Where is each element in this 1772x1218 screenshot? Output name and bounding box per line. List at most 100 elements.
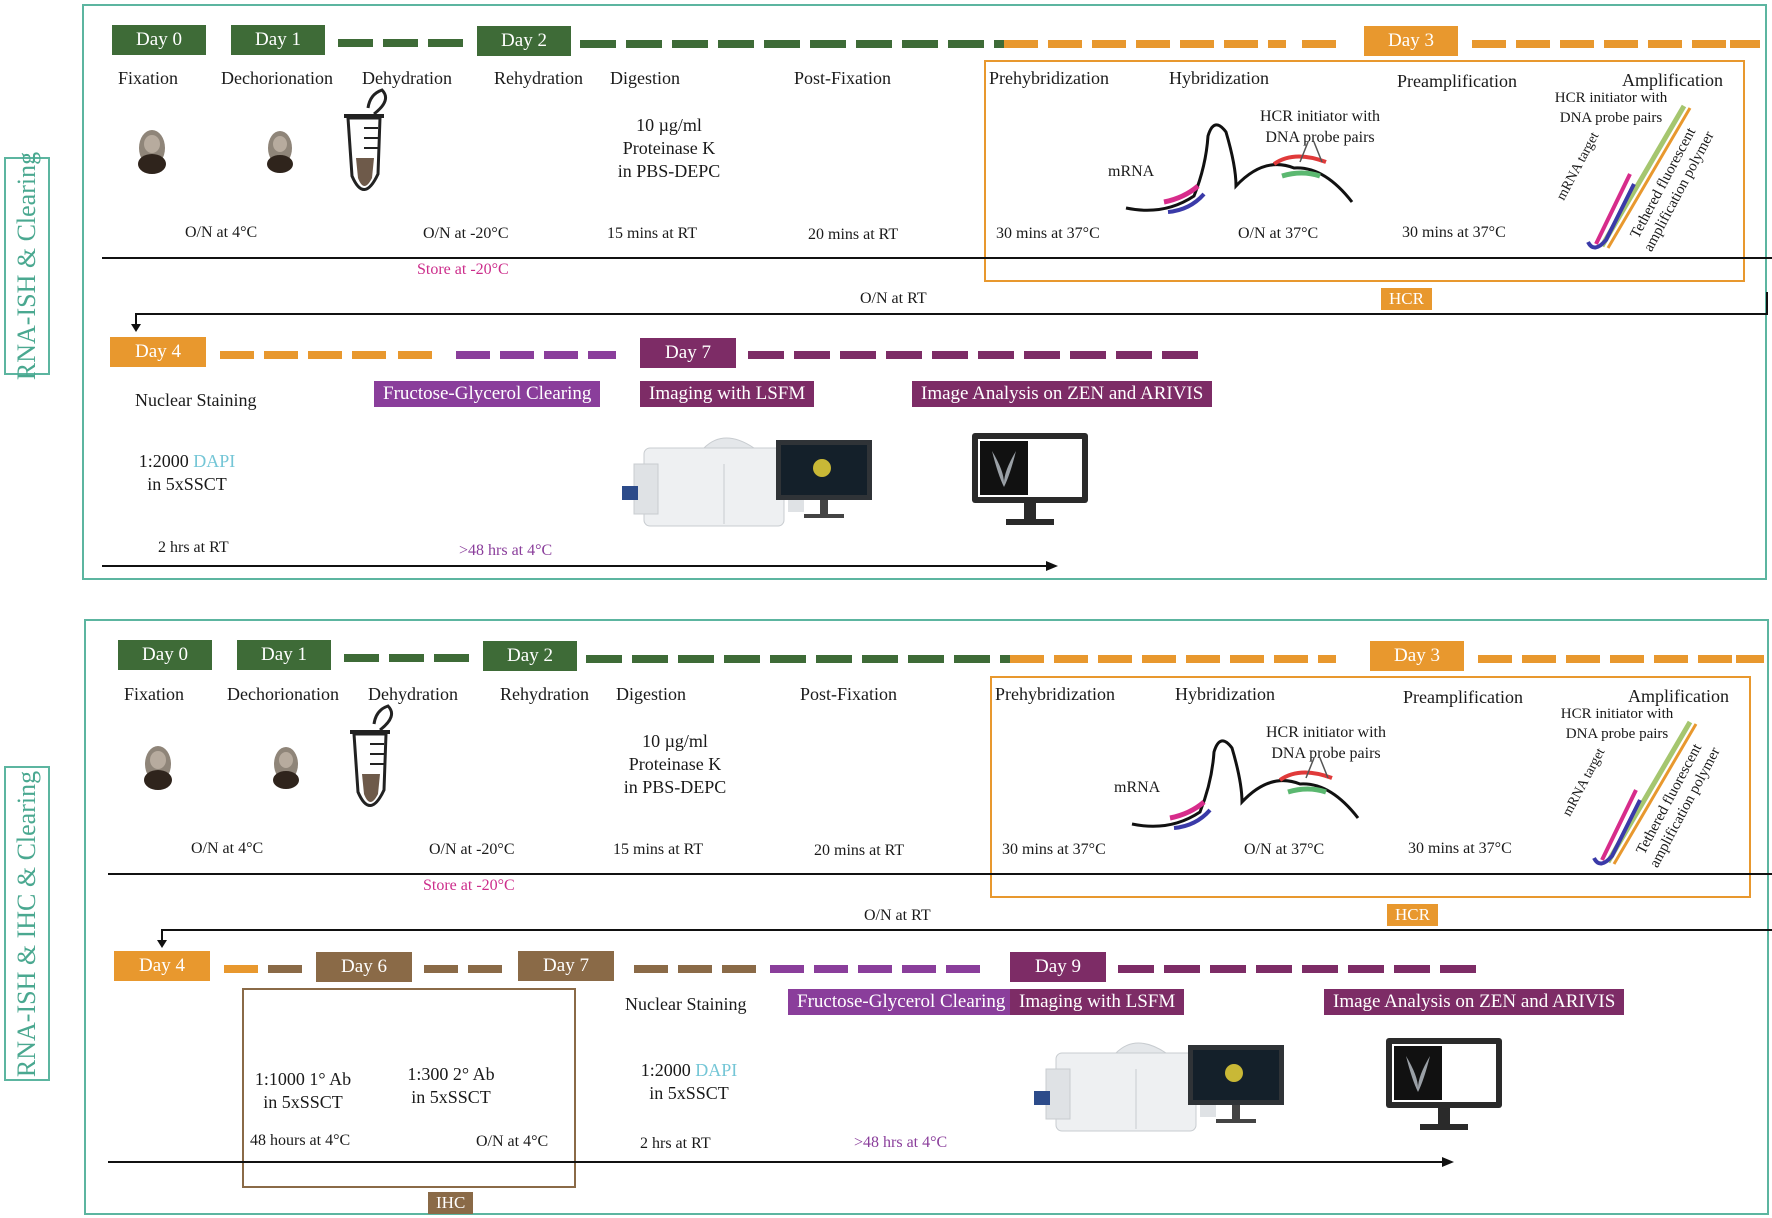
dash-seg-purple	[858, 965, 892, 973]
dash-seg-orange	[1318, 655, 1336, 663]
day-1-badge: Day 1	[237, 640, 331, 670]
panel1-frame: Day 0 Day 1 Day 2 Day 3 Fixation Dechori…	[82, 4, 1767, 580]
dash-seg-orange	[1048, 40, 1082, 48]
day-3-badge: Day 3	[1364, 26, 1458, 56]
dash-seg-orange	[264, 351, 298, 359]
dash-seg-purple	[770, 965, 804, 973]
dash-seg	[810, 40, 846, 48]
ab2-detail: 1:300 2° Ab in 5xSSCT	[386, 1063, 516, 1109]
time-dapi: 2 hrs at RT	[158, 539, 229, 557]
day-0-badge: Day 0	[118, 640, 212, 670]
day-9-badge: Day 9	[1010, 952, 1106, 982]
step-nuclear-staining: Nuclear Staining	[625, 994, 746, 1015]
timeline-arrow-2	[108, 1156, 1468, 1168]
ab1-line: in 5xSSCT	[238, 1091, 368, 1114]
analysis-monitor-icon	[1384, 1036, 1504, 1136]
hybridization-diagram	[1130, 732, 1390, 842]
dash-seg	[718, 40, 754, 48]
dash-seg-orange	[1560, 40, 1594, 48]
dash-seg-purple	[814, 965, 848, 973]
dash-seg-orange	[1472, 40, 1506, 48]
dash-seg-orange	[1186, 655, 1220, 663]
time-fix: O/N at 4°C	[185, 224, 257, 242]
time-ab1: 48 hours at 4°C	[250, 1132, 350, 1150]
dapi-detail: 1:2000 DAPI in 5xSSCT	[624, 1059, 754, 1105]
dash-seg-orange	[1274, 655, 1308, 663]
dash-seg	[389, 654, 424, 662]
dash-seg	[344, 654, 379, 662]
dash-seg-orange	[1224, 40, 1258, 48]
tag-clearing: Fructose-Glycerol Clearing	[788, 989, 1014, 1015]
panel2-frame: Day 0 Day 1 Day 2 Day 3 Fixation Dechori…	[84, 619, 1769, 1215]
day-6-badge: Day 6	[316, 952, 412, 982]
time-fix: O/N at 4°C	[191, 840, 263, 858]
tube-icon	[340, 712, 402, 824]
dash-seg-orange	[1698, 655, 1732, 663]
step-dehydration: Dehydration	[362, 68, 452, 89]
step-rehydration: Rehydration	[500, 684, 589, 705]
dash-seg	[434, 654, 469, 662]
dash-seg-orange	[1092, 40, 1126, 48]
digestion-line: in PBS-DEPC	[600, 776, 750, 799]
dash-seg-brown	[678, 965, 712, 973]
digestion-detail: 10 µg/ml Proteinase K in PBS-DEPC	[594, 114, 744, 183]
workstation-monitor-icon	[774, 438, 874, 524]
dash-seg-orange	[1142, 655, 1176, 663]
dash-seg	[678, 655, 714, 663]
time-dehyd: O/N at -20°C	[429, 841, 515, 859]
embryo-icon	[266, 744, 306, 794]
dash-seg-maroon	[932, 351, 968, 359]
step-post-fixation: Post-Fixation	[800, 684, 897, 705]
digestion-line: Proteinase K	[600, 753, 750, 776]
step-digestion: Digestion	[616, 684, 686, 705]
dapi-buffer: in 5xSSCT	[624, 1082, 754, 1105]
ab2-line: in 5xSSCT	[386, 1086, 516, 1109]
dash-seg-maroon	[1348, 965, 1384, 973]
time-postfix: 20 mins at RT	[808, 226, 898, 244]
dash-seg-orange	[1054, 655, 1088, 663]
dash-seg	[428, 39, 463, 47]
dash-seg-orange	[220, 351, 254, 359]
timeline-arrow	[102, 252, 1772, 264]
dash-seg	[338, 39, 373, 47]
dash-seg	[724, 655, 760, 663]
ab1-line: 1:1000 1° Ab	[238, 1068, 368, 1091]
day-0-badge: Day 0	[112, 25, 206, 55]
time-dehyd: O/N at -20°C	[423, 225, 509, 243]
ihc-label: IHC	[428, 1192, 473, 1214]
dash-seg	[764, 40, 800, 48]
dash-seg-orange	[398, 351, 432, 359]
tag-analysis: Image Analysis on ZEN and ARIVIS	[912, 381, 1212, 407]
digestion-line: Proteinase K	[594, 137, 744, 160]
dash-seg-purple	[544, 351, 578, 359]
digestion-line: 10 µg/ml	[594, 114, 744, 137]
step-fixation: Fixation	[118, 68, 178, 89]
step-digestion: Digestion	[610, 68, 680, 89]
dash-seg-orange	[1730, 40, 1760, 48]
dapi-ratio: 1:2000	[641, 1060, 691, 1080]
dash-seg-maroon	[1440, 965, 1476, 973]
time-clearing: >48 hrs at 4°C	[459, 542, 552, 560]
panel1-side-label: RNA-ISH & Clearing	[4, 157, 50, 375]
dash-seg-purple	[588, 351, 616, 359]
tag-imaging: Imaging with LSFM	[1010, 989, 1184, 1015]
dash-seg-orange	[1516, 40, 1550, 48]
day-7-badge: Day 7	[640, 338, 736, 368]
dash-seg-orange	[352, 351, 386, 359]
dash-seg	[770, 655, 806, 663]
step-dechorionation: Dechorionation	[227, 684, 339, 705]
dash-seg-brown	[424, 965, 458, 973]
day-1-badge: Day 1	[231, 25, 325, 55]
analysis-monitor-icon	[970, 431, 1090, 531]
day-2-badge: Day 2	[477, 26, 571, 56]
digestion-detail: 10 µg/ml Proteinase K in PBS-DEPC	[600, 730, 750, 799]
step-post-fixation: Post-Fixation	[794, 68, 891, 89]
dash-seg-orange	[1268, 40, 1286, 48]
dash-seg	[632, 655, 668, 663]
dash-seg	[862, 655, 898, 663]
dash-seg-maroon	[1118, 965, 1154, 973]
dash-seg	[383, 39, 418, 47]
dash-seg-maroon	[840, 351, 876, 359]
dash-seg-orange	[1180, 40, 1214, 48]
dash-seg-maroon	[886, 351, 922, 359]
